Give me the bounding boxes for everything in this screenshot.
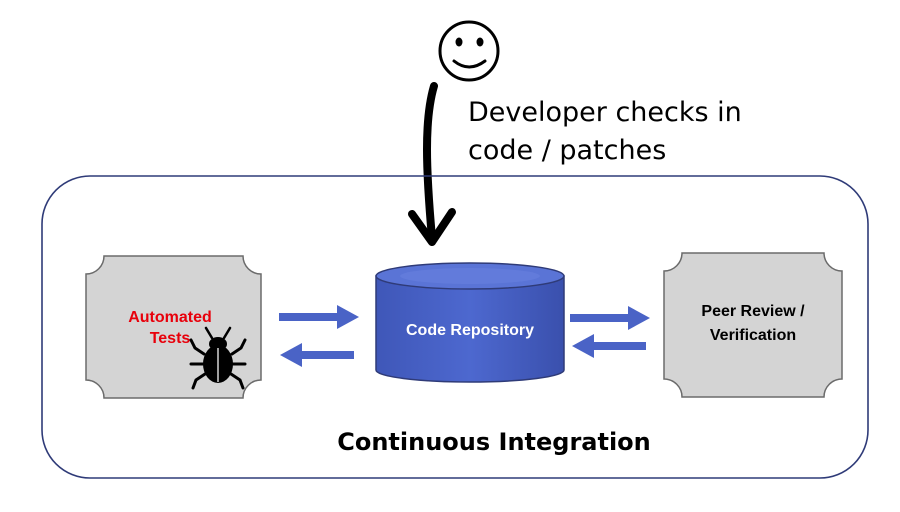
- code-repository-label: Code Repository: [406, 322, 534, 339]
- arrow-repo-to-tests: [280, 343, 354, 367]
- arrow-tests-to-repo: [279, 305, 359, 329]
- arrow-review-to-repo: [572, 334, 646, 358]
- developer-caption-line2: code / patches: [468, 135, 666, 166]
- continuous-integration-title: Continuous Integration: [337, 428, 651, 456]
- peer-review-box: [663, 252, 843, 398]
- bug-icon: [189, 326, 247, 390]
- check-in-arrow: [408, 82, 456, 246]
- automated-tests-label-line1: Automated: [128, 309, 212, 326]
- arrow-repo-to-review: [570, 306, 650, 330]
- ci-container: [41, 175, 869, 479]
- code-repository-cylinder: [375, 262, 565, 383]
- peer-review-label-line2: Verification: [710, 327, 796, 344]
- developer-caption-line1: Developer checks in: [468, 97, 742, 128]
- automated-tests-label-line2: Tests: [150, 330, 191, 347]
- peer-review-label-line1: Peer Review /: [701, 303, 805, 320]
- smiley-face-icon: [438, 20, 500, 82]
